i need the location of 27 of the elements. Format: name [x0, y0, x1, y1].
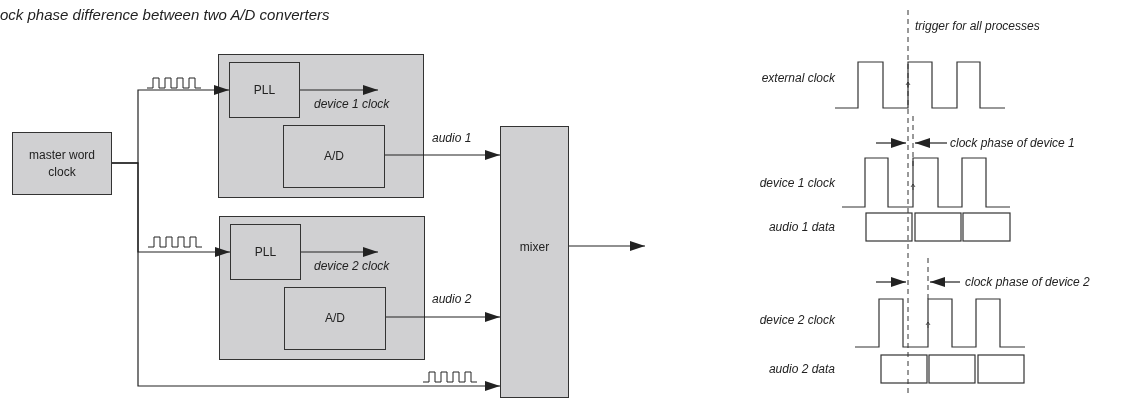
edge-label: device 1 clock	[314, 97, 390, 111]
arrow	[568, 241, 646, 251]
mixer-box: mixer	[500, 126, 569, 398]
device-group-box	[219, 216, 425, 360]
timing-label: device 2 clock	[759, 313, 835, 327]
edge-label: audio 1	[432, 131, 472, 145]
arrow	[300, 247, 379, 257]
edge-label: device 2 clock	[314, 259, 390, 273]
arrow	[111, 162, 501, 391]
timing-label: audio 1 data	[768, 220, 835, 234]
timing-label: external clock	[761, 71, 835, 85]
process-box: A/D	[284, 287, 386, 350]
diagram-title: ock phase difference between two A/D converters	[0, 6, 330, 23]
edge-label: audio 2	[432, 292, 472, 306]
timing-label: audio 2 data	[768, 362, 835, 376]
arrow	[299, 85, 379, 95]
device-group-box	[218, 54, 424, 198]
arrow	[384, 150, 501, 160]
process-box: PLL	[230, 224, 301, 280]
process-box: A/D	[283, 125, 385, 188]
clock-source-box: master word clock	[12, 132, 112, 195]
timing-label: device 1 clock	[759, 176, 835, 190]
timing-label: trigger for all processes	[915, 19, 1040, 33]
timing-label: clock phase of device 2	[965, 275, 1090, 289]
timing-label: clock phase of device 1	[950, 136, 1075, 150]
arrow	[385, 312, 501, 322]
process-box: PLL	[229, 62, 300, 118]
